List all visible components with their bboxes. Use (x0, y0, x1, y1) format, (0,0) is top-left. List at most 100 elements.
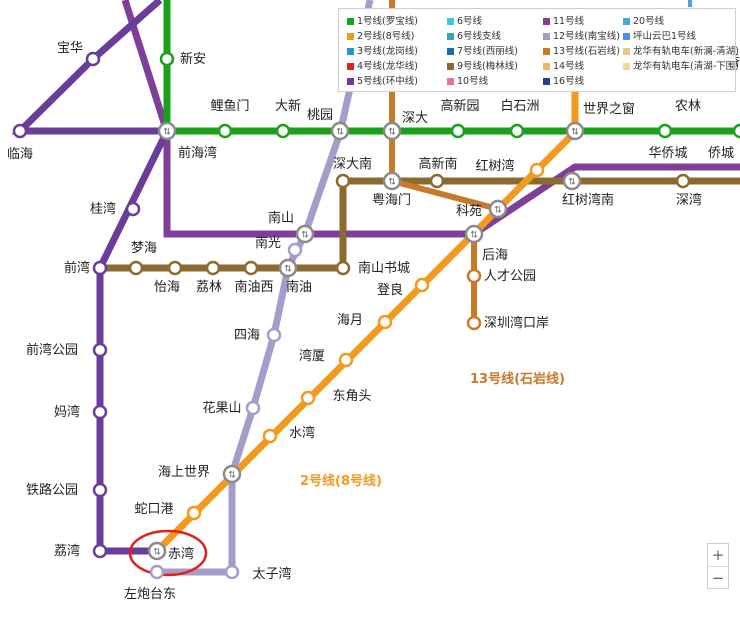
station-label-dongjiaotou: 东角头 (332, 389, 371, 404)
station-shijiezhichuang[interactable] (565, 121, 585, 141)
station-label-nanyouxi: 南油西 (234, 279, 273, 295)
station-baishizhou[interactable] (509, 123, 525, 139)
line-11 (121, 0, 740, 238)
station-dongjiaotou[interactable] (300, 390, 316, 406)
station-linhai[interactable] (12, 123, 28, 139)
legend-label: 5号线(环中线) (357, 76, 418, 87)
station-label-linhai: 临海 (7, 147, 33, 162)
station-label-houhai: 后海 (482, 248, 508, 263)
station-label-shenzhenwankouan: 深圳湾口岸 (484, 315, 549, 331)
station-shendanan[interactable] (335, 173, 351, 189)
station-nanshan[interactable] (295, 224, 315, 244)
station-qianwangongyuan[interactable] (92, 342, 108, 358)
transfer-icon: ⇅ (163, 128, 171, 138)
station-gaoxinyuan[interactable] (450, 123, 466, 139)
station-yuehaimen[interactable] (382, 171, 402, 191)
station-hongshuwannan[interactable] (562, 171, 582, 191)
station-nonglin[interactable] (657, 123, 673, 139)
zoom-in-button[interactable]: + (711, 546, 725, 564)
legend-label: 10号线 (457, 76, 489, 87)
station-label-shijiezhichuang: 世界之窗 (583, 101, 635, 117)
station-nanguang[interactable] (287, 242, 303, 258)
station-daxin[interactable] (275, 123, 291, 139)
station-baohua[interactable] (85, 51, 101, 67)
legend-item: 6号线 (447, 13, 482, 27)
station-qianwan[interactable] (92, 260, 108, 276)
station-label-nanguang: 南光 (255, 235, 281, 251)
station-label-shuiwan: 水湾 (289, 425, 315, 441)
station-shuiwan[interactable] (262, 428, 278, 444)
station-huaqiaocheng[interactable] (732, 123, 740, 139)
station-nanyouxi[interactable] (243, 260, 259, 276)
legend-item: 4号线(龙华线) (347, 58, 418, 72)
station-nanyou[interactable] (278, 258, 298, 278)
station-label-nanshanshucheng: 南山书城 (358, 260, 410, 276)
station-label-shenwan: 深湾 (676, 192, 702, 208)
legend-item: 2号线(8号线) (347, 28, 415, 42)
station-label-mengqhai: 梦海 (131, 241, 157, 256)
legend-label: 4号线(龙华线) (357, 61, 418, 72)
station-liyumen[interactable] (217, 123, 233, 139)
station-shekougang[interactable] (186, 505, 202, 521)
station-label-shendanan: 深大南 (333, 156, 372, 172)
zoom-control: + − (707, 543, 729, 589)
legend-label: 7号线(西丽线) (457, 46, 518, 57)
station-huaguoshan[interactable] (245, 400, 261, 416)
station-label-chiwan: 赤湾 (168, 546, 194, 562)
station-xinan[interactable] (159, 51, 175, 67)
transfer-icon: ⇅ (228, 471, 236, 481)
station-chiwan[interactable] (147, 541, 167, 561)
station-mawan[interactable] (92, 404, 108, 420)
zoom-out-button[interactable]: − (708, 566, 728, 589)
station-label-nonglin: 农林 (675, 99, 701, 114)
station-zuopaotaidong[interactable] (149, 564, 165, 580)
station-hongshuwan[interactable] (529, 162, 545, 178)
legend-swatch (347, 63, 354, 70)
legend-item: 6号线支线 (447, 28, 501, 42)
legend-swatch (623, 48, 630, 55)
legend-label: 11号线 (553, 16, 585, 27)
station-mengqhai[interactable] (128, 260, 144, 276)
station-nanshanshucheng[interactable] (335, 260, 351, 276)
station-houhai[interactable] (464, 224, 484, 244)
station-label-sihai: 四海 (234, 328, 260, 343)
legend-item: 5号线(环中线) (347, 73, 418, 87)
station-wanxia[interactable] (338, 352, 354, 368)
station-label-huaqiaocheng: 华侨城 (648, 146, 687, 161)
station-taoyuan[interactable] (330, 121, 350, 141)
legend-swatch (347, 78, 354, 85)
station-lilin[interactable] (205, 260, 221, 276)
station-haishangshijie[interactable] (222, 464, 242, 484)
legend-label: 6号线支线 (457, 31, 502, 42)
station-label-qiaocheng: 侨城 (708, 146, 734, 161)
legend-label: 2号线(8号线) (357, 31, 415, 42)
station-kekuan[interactable] (488, 199, 508, 219)
legend-label: 14号线 (553, 61, 585, 72)
station-haiyue[interactable] (377, 314, 393, 330)
line-2-label: 2号线(8号线) (300, 473, 382, 489)
transfer-icon: ⇅ (336, 128, 344, 138)
station-label-hongshuwan: 红树湾 (475, 158, 514, 174)
station-sihai[interactable] (266, 327, 282, 343)
legend-swatch (623, 33, 630, 40)
station-label-baishizhou: 白石洲 (500, 98, 539, 114)
station-yihai[interactable] (167, 260, 183, 276)
station-rencaigongyuan[interactable] (466, 268, 482, 284)
station-liwan[interactable] (92, 543, 108, 559)
station-qianhaiwan[interactable] (157, 121, 177, 141)
legend-label: 龙华有轨电车(清湖-下围) (633, 61, 739, 72)
legend-swatch (347, 48, 354, 55)
station-shenwan[interactable] (675, 173, 691, 189)
station-label-taoyuan: 桃园 (307, 108, 333, 123)
station-guiwan[interactable] (125, 201, 141, 217)
legend-label: 1号线(罗宝线) (357, 16, 418, 27)
station-taiziwan[interactable] (224, 564, 240, 580)
station-gaoxinnan[interactable] (429, 173, 445, 189)
station-dengliang[interactable] (414, 277, 430, 293)
station-shenzhenwankouan[interactable] (466, 315, 482, 331)
station-label-lilin: 荔林 (196, 280, 222, 295)
station-shenda[interactable] (382, 121, 402, 141)
station-label-kekuan: 科苑 (456, 204, 482, 219)
station-tielugongyuan[interactable] (92, 482, 108, 498)
